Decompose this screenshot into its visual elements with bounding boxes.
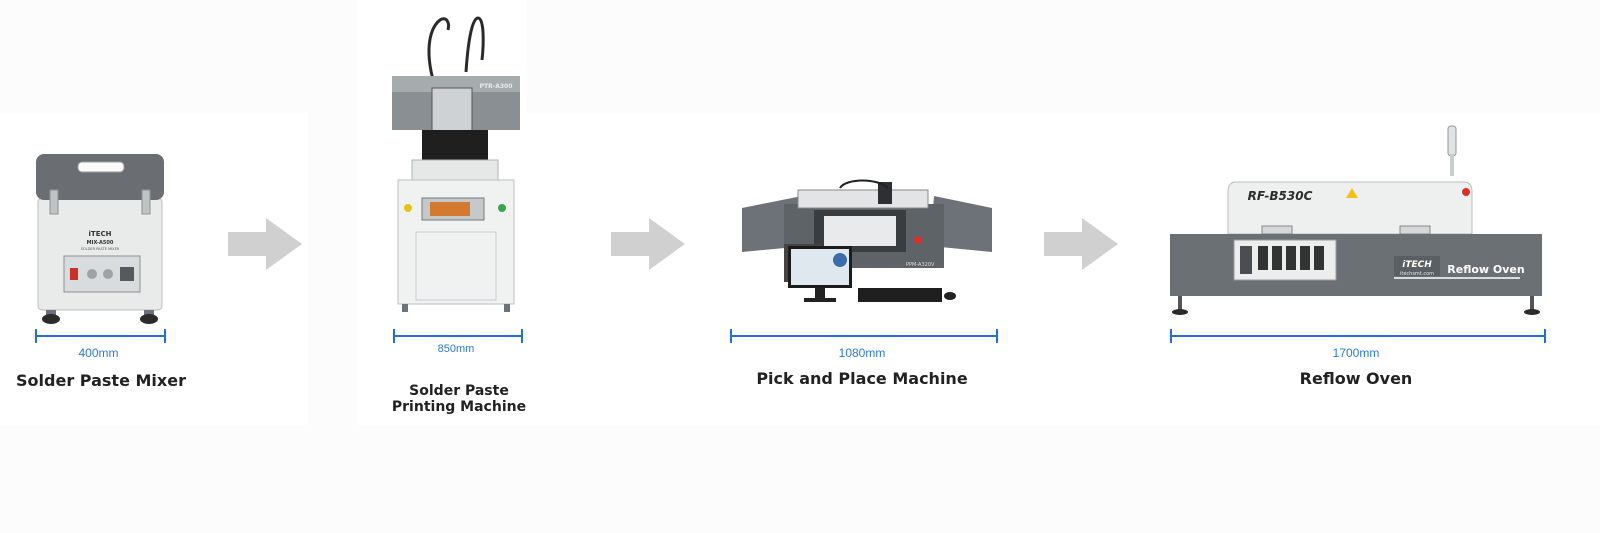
oven-website-text: itechsmt.com — [1400, 271, 1434, 277]
oven-badge-text: Reflow Oven — [1447, 263, 1524, 276]
printer-model-text: PTR-A300 — [480, 83, 513, 90]
mixer-subtitle-text: SOLDER PASTE MIXER — [81, 247, 120, 251]
pnp-model-text: PPM-A320V — [906, 262, 935, 268]
oven-width-label: 1700mm — [1332, 346, 1380, 360]
reflow-oven-icon: RF-B530C iTECH itechsmt.com Reflow Oven — [1170, 125, 1542, 315]
oven-model-text: RF-B530C — [1248, 189, 1313, 203]
pnp-dimension-line — [730, 329, 998, 343]
mixer-name: Solder Paste Mixer — [16, 371, 186, 390]
pick-and-place-icon: PPM-A320V — [742, 179, 992, 302]
pnp-name: Pick and Place Machine — [756, 369, 968, 388]
mixer-logo-text: iTECH — [89, 230, 112, 238]
oven-logo-text: iTECH — [1402, 260, 1432, 270]
right-arrow-icon — [1044, 218, 1118, 270]
solder-paste-mixer-icon: iTECH MIX-A500 SOLDER PASTE MIXER — [36, 154, 164, 324]
printer-name-line1: Solder Paste — [409, 383, 509, 399]
printer-name-line2: Printing Machine — [391, 399, 527, 415]
oven-dimension-line — [1170, 329, 1546, 343]
stencil-printer-icon: PTR-A300 — [392, 16, 520, 312]
mixer-model-text: MIX-A500 — [87, 240, 114, 246]
background-panel — [527, 113, 612, 425]
printer-dimension-line — [393, 329, 523, 343]
mixer-dimension-line — [35, 329, 166, 343]
printer-width-label: 850mm — [437, 343, 475, 355]
mixer-width-label: 400mm — [78, 346, 119, 360]
right-arrow-icon — [228, 218, 302, 270]
right-arrow-icon — [611, 218, 685, 270]
oven-name: Reflow Oven — [1299, 369, 1413, 388]
pnp-width-label: 1080mm — [838, 346, 886, 360]
